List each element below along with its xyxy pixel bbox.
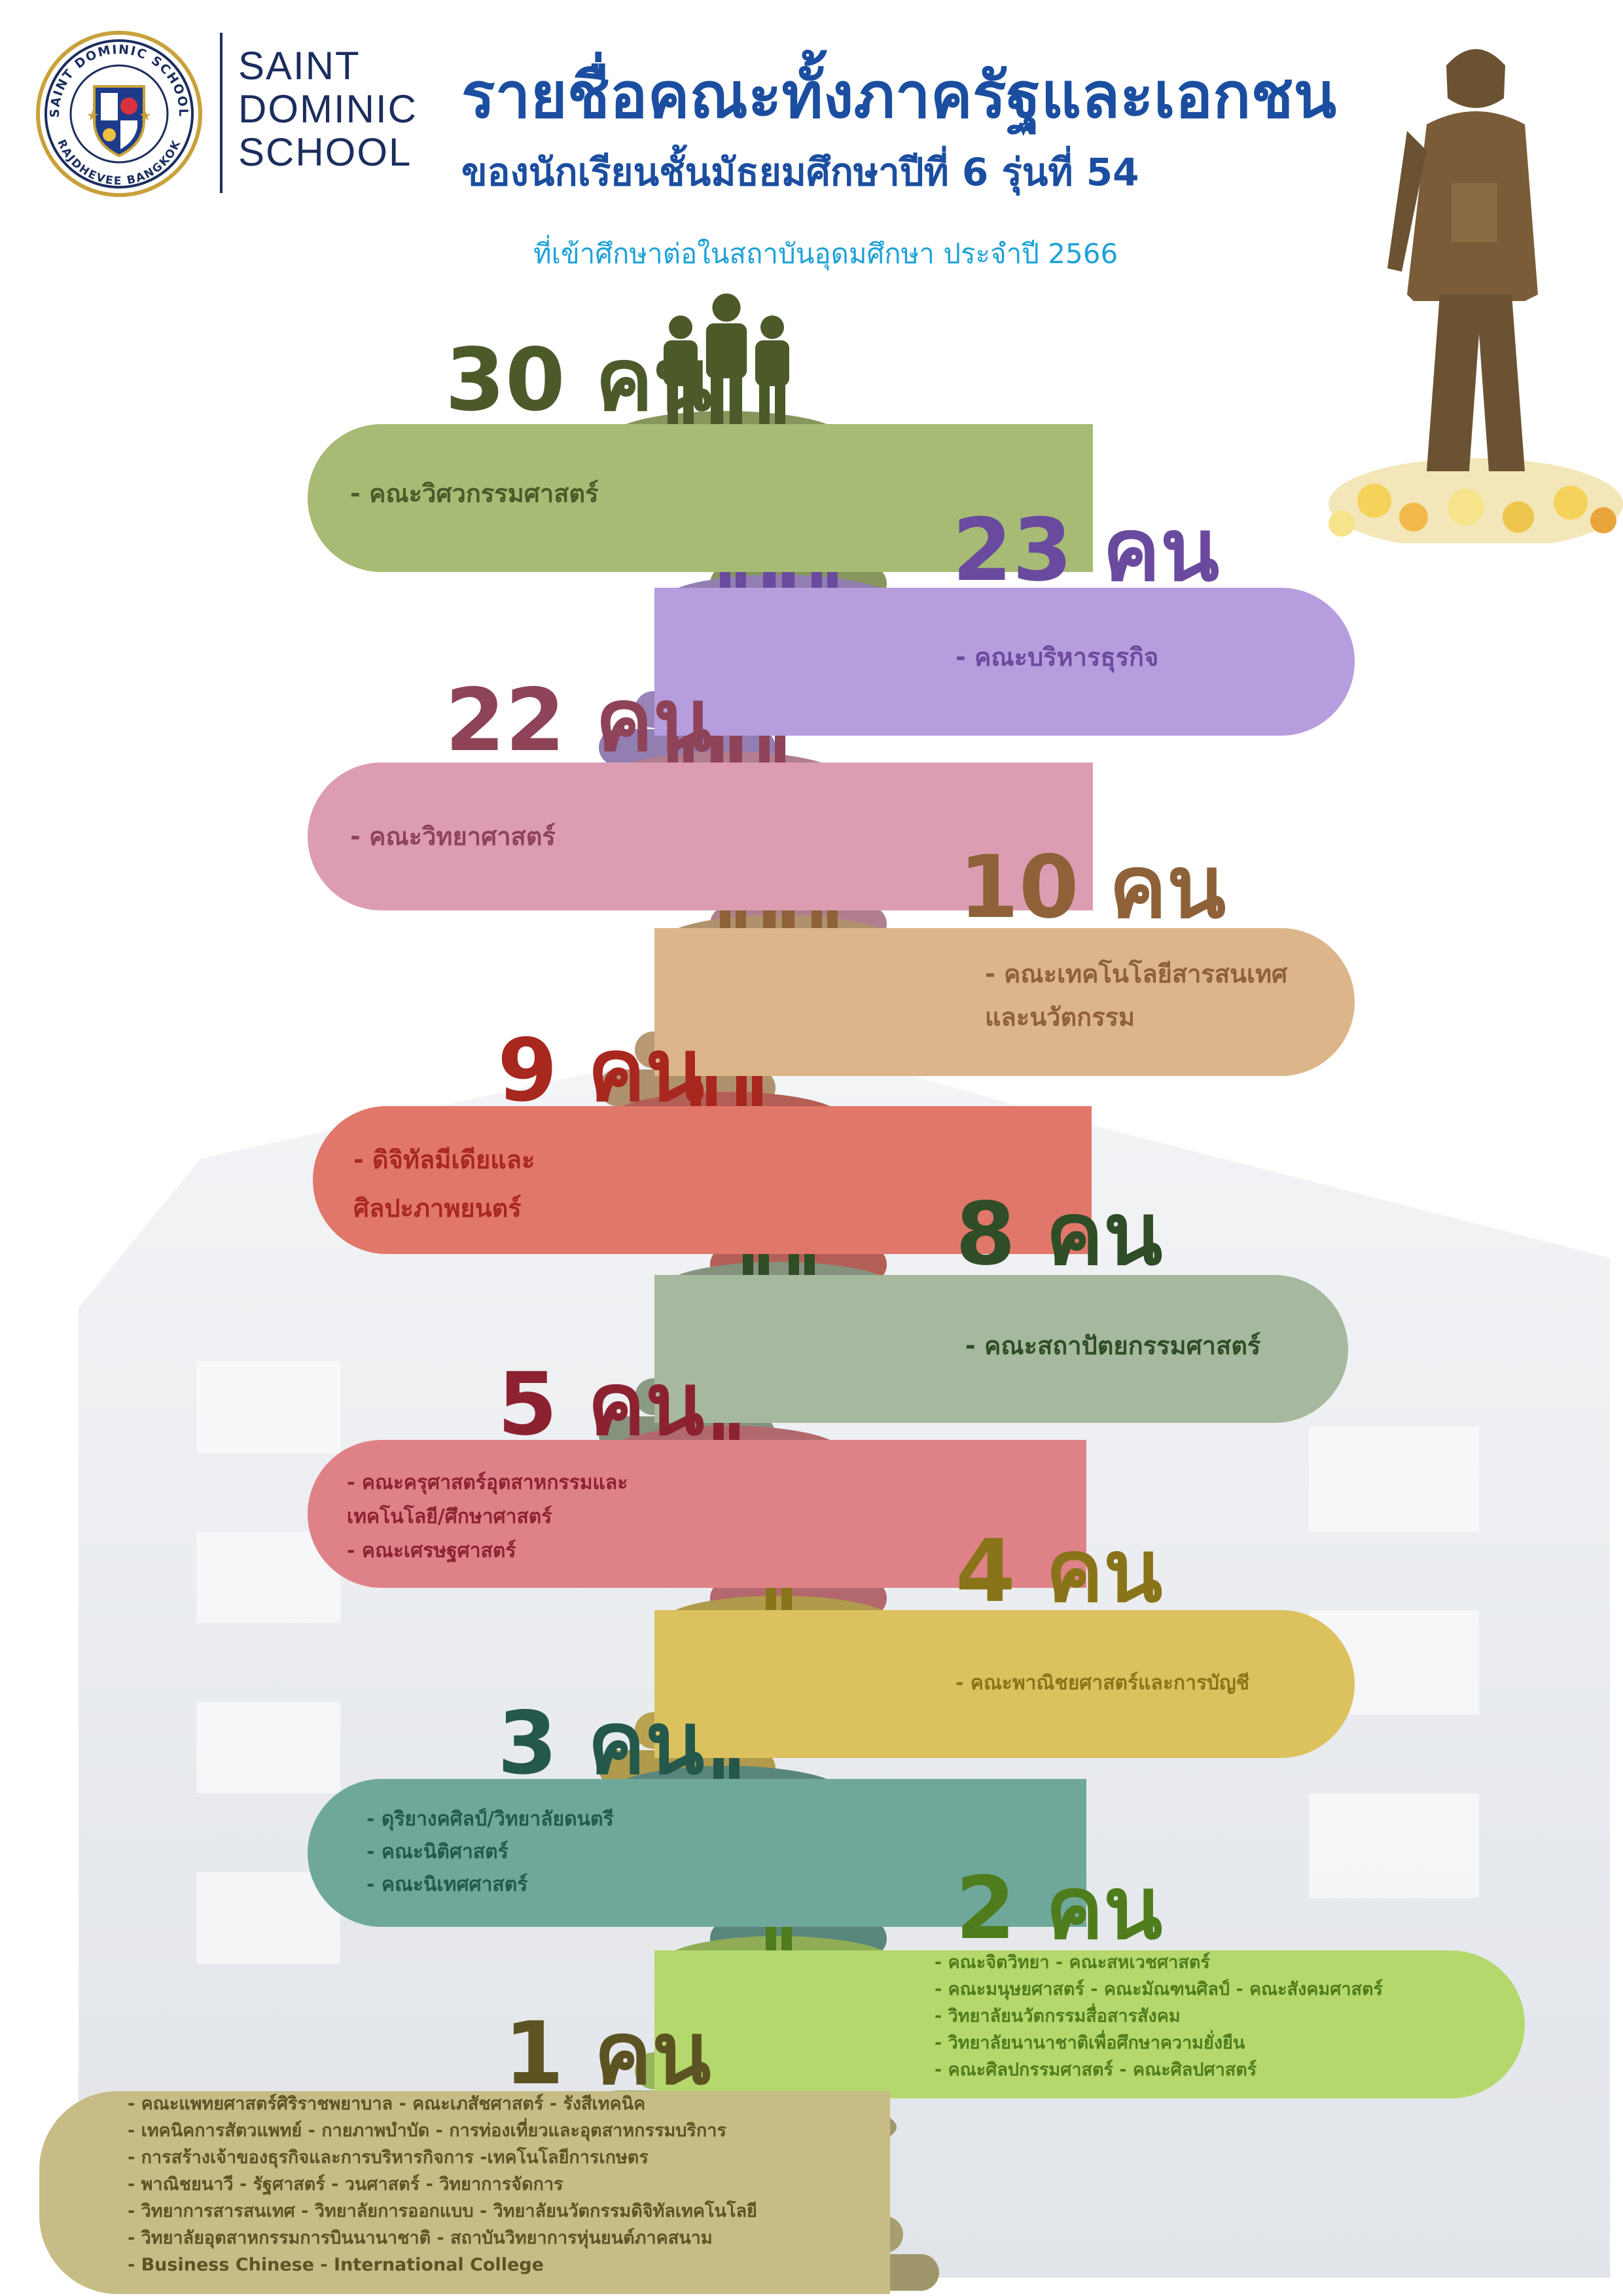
step-label: - คณะบริหารธุรกิจ xyxy=(955,639,1158,675)
faculty-item: - วิทยาลัยนวัตกรรมสื่อสารสังคม xyxy=(935,2006,1181,2026)
person-icon xyxy=(755,340,789,386)
page-title: รายชื่อคณะทั้งภาครัฐและเอกชน xyxy=(461,59,1337,132)
step-count: 22 คน xyxy=(445,670,713,771)
step-pill xyxy=(308,1779,1086,1927)
faculty-item: - คณะนิติศาสตร์ xyxy=(366,1840,508,1863)
step-count: 3 คน xyxy=(497,1693,705,1794)
school-logo: SAINT DOMINIC SCHOOL RAJDHEVEE BANGKOK ★… xyxy=(36,31,202,197)
step-count: 30 คน xyxy=(445,330,713,431)
faculty-item: - คณะวิทยาศาสตร์ xyxy=(350,822,556,851)
step-pill xyxy=(308,424,1093,572)
faculty-item: - คณะพาณิชยศาสตร์และการบัญชี xyxy=(955,1672,1250,1695)
step-label: - ดิจิทัลมีเดียและ ศิลปะภาพยนตร์ xyxy=(353,1141,535,1227)
faculty-item: - วิทยาการสารสนเทศ - วิทยาลัยการออกแบบ -… xyxy=(128,2201,757,2221)
svg-text:★: ★ xyxy=(86,108,99,124)
step-label: - คณะเทคโนโลยีสารสนเทศ และนวัตกรรม xyxy=(985,956,1287,1035)
faculty-item: - คณะบริหารธุรกิจ xyxy=(955,643,1159,672)
person-icon xyxy=(760,315,784,339)
step-pill xyxy=(654,928,1355,1076)
page-subtitle: ของนักเรียนชั้นมัธยมศึกษาปีที่ 6 รุ่นที่… xyxy=(461,150,1139,194)
step-pill xyxy=(654,1275,1348,1423)
step-pill xyxy=(654,588,1355,736)
faculty-item: - พาณิชยนาวี - รัฐศาสตร์ - วนศาสตร์ - วิ… xyxy=(128,2174,563,2195)
faculty-item: - Business Chinese - International Colle… xyxy=(128,2255,544,2275)
faculty-item: - คณะเศรษฐศาสตร์ xyxy=(347,1539,516,1562)
step-pill xyxy=(39,2091,890,2294)
step-label: - คณะวิทยาศาสตร์ xyxy=(350,818,556,855)
step-label: - คณะแพทยศาสตร์ศิริราชพยาบาล - คณะเภสัชศ… xyxy=(128,2090,757,2278)
statue-image xyxy=(1329,49,1623,543)
step-label: - คณะจิตวิทยา - คณะสหเวชศาสตร์ - คณะมนุษ… xyxy=(935,1949,1383,2083)
step-count: 10 คน xyxy=(959,837,1226,938)
person-icon xyxy=(669,315,692,339)
step-label: - ดุริยางคศิลป์/วิทยาลัยดนตรี - คณะนิติศ… xyxy=(366,1805,614,1899)
faculty-item: - การสร้างเจ้าของธุรกิจและการบริหารกิจกา… xyxy=(128,2147,649,2168)
person-icon xyxy=(668,382,678,425)
faculty-item: - คณะแพทยศาสตร์ศิริราชพยาบาล - คณะเภสัชศ… xyxy=(128,2094,646,2114)
step-count: 9 คน xyxy=(497,1020,705,1121)
faculty-item: - คณะวิศวกรรมศาสตร์ xyxy=(350,479,599,508)
faculty-item: - เทคนิคการสัตวแพทย์ - กายภาพบำบัด - การ… xyxy=(128,2121,726,2141)
person-icon xyxy=(664,340,698,386)
person-icon xyxy=(705,323,747,378)
step-count: 1 คน xyxy=(504,2003,711,2104)
step-pill xyxy=(654,1950,1525,2098)
person-icon xyxy=(683,382,694,425)
svg-text:★: ★ xyxy=(139,108,152,124)
faculty-item: เทคโนโลยี/ศึกษาศาสตร์ xyxy=(347,1505,552,1528)
faculty-item: - คณะจิตวิทยา - คณะสหเวชศาสตร์ xyxy=(935,1952,1210,1973)
step-pill xyxy=(313,1106,1092,1254)
faculty-item: - คณะครุศาสตร์อุตสาหกรรมและ xyxy=(347,1471,628,1494)
faculty-item: - คณะเทคโนโลยีสารสนเทศ xyxy=(985,960,1288,988)
school-name-line-3: SCHOOL xyxy=(238,130,412,174)
step-label: - คณะวิศวกรรมศาสตร์ xyxy=(350,475,599,512)
faculty-item: - คณะสถาปัตยกรรมศาสตร์ xyxy=(965,1331,1261,1360)
faculty-item: - วิทยาลัยนานาชาติเพื่อศึกษาความยั่งยืน xyxy=(935,2033,1245,2053)
school-name-line-1: SAINT xyxy=(238,44,361,88)
step-label: - คณะสถาปัตยกรรมศาสตร์ xyxy=(965,1327,1260,1364)
faculty-item: - ดิจิทัลมีเดียและ xyxy=(353,1145,535,1174)
step-count: 23 คน xyxy=(952,500,1220,601)
faculty-item: และนวัตกรรม xyxy=(985,1003,1135,1031)
faculty-item: - วิทยาลัยอุตสาหกรรมการบินนานาชาติ - สถา… xyxy=(128,2228,713,2248)
faculty-item: - ดุริยางคศิลป์/วิทยาลัยดนตรี xyxy=(366,1808,614,1831)
step-label: - คณะครุศาสตร์อุตสาหกรรมและ เทคโนโลยี/ศึ… xyxy=(347,1469,628,1566)
page-note: ที่เข้าศึกษาต่อในสถาบันอุดมศึกษา ประจำปี… xyxy=(533,238,1118,270)
step-pill xyxy=(308,762,1093,910)
person-icon xyxy=(712,293,741,322)
faculty-item: - คณะศิลปกรรมศาสตร์ - คณะศิลปศาสตร์ xyxy=(935,2060,1257,2080)
faculty-item: - คณะมนุษยศาสตร์ - คณะมัณฑนศิลป์ - คณะสั… xyxy=(935,1979,1383,2000)
person-icon xyxy=(775,382,785,425)
step-count: 5 คน xyxy=(497,1354,705,1455)
person-icon xyxy=(711,373,724,425)
person-icon xyxy=(729,373,742,425)
school-name: SAINT DOMINIC SCHOOL xyxy=(238,45,418,174)
logo-divider xyxy=(220,33,223,193)
step-pill xyxy=(654,1610,1355,1758)
step-count: 4 คน xyxy=(955,1521,1163,1622)
faculty-item: ศิลปะภาพยนตร์ xyxy=(353,1194,522,1223)
step-label: - คณะพาณิชยศาสตร์และการบัญชี xyxy=(955,1669,1249,1698)
faculty-item: - คณะนิเทศศาสตร์ xyxy=(366,1873,528,1896)
step-count: 2 คน xyxy=(955,1858,1163,1959)
step-count: 8 คน xyxy=(955,1184,1163,1285)
school-name-line-2: DOMINIC xyxy=(238,87,418,131)
step-pill xyxy=(308,1440,1086,1588)
person-icon xyxy=(759,382,770,425)
